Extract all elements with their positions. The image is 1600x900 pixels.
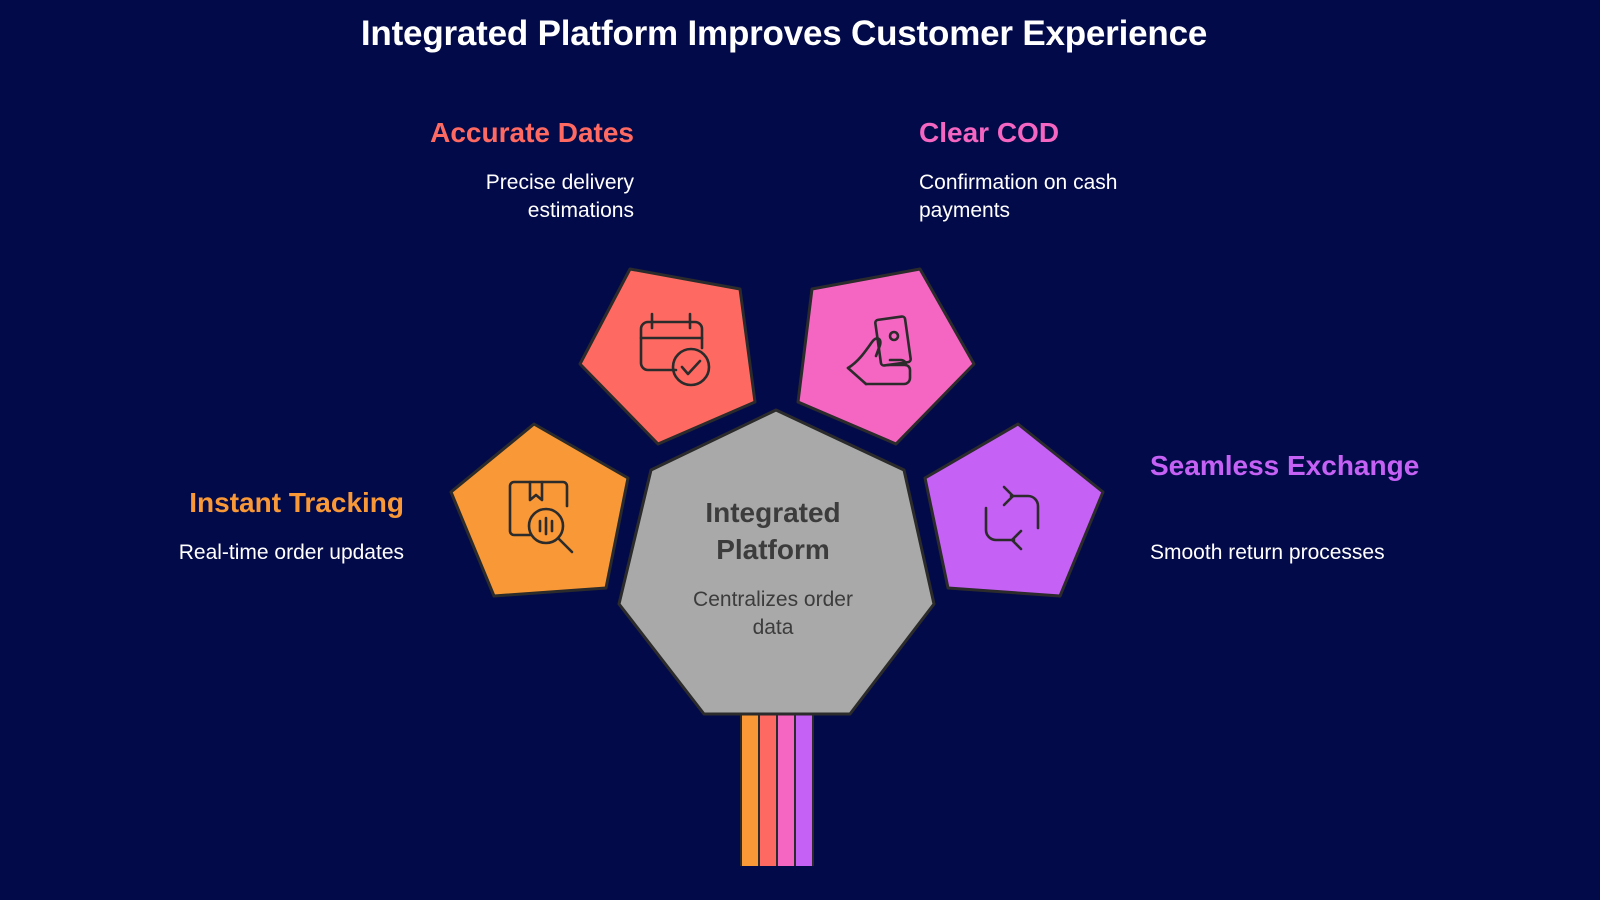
page-title: Integrated Platform Improves Customer Ex…	[360, 14, 1208, 53]
pentagon-clear-cod	[796, 267, 976, 446]
stem-stripe-pink	[777, 714, 795, 866]
package-search-icon	[508, 480, 574, 554]
center-heptagon	[617, 408, 936, 716]
exchange-arrows-icon	[984, 485, 1040, 551]
clear-cod-label: Clear COD	[919, 117, 1060, 148]
hand-cash-icon	[846, 315, 912, 386]
accurate-dates-description: Precise delivery estimations	[485, 171, 634, 222]
pentagon-seamless-exchange	[923, 422, 1105, 598]
stem-stripe-purple	[795, 714, 813, 866]
center-description: Centralizes order data	[693, 588, 853, 639]
instant-tracking-description: Real-time order updates	[178, 541, 404, 564]
instant-tracking-label: Instant Tracking	[189, 487, 404, 518]
pentagon-accurate-dates	[578, 267, 757, 446]
stem-stripe-red	[759, 714, 777, 866]
center-title: Integrated Platform	[705, 497, 841, 565]
calendar-check-icon	[639, 312, 711, 387]
clear-cod-description: Confirmation on cash payments	[919, 171, 1118, 222]
stem	[740, 714, 814, 866]
accurate-dates-label: Accurate Dates	[430, 117, 634, 148]
seamless-exchange-label: Seamless Exchange	[1150, 450, 1420, 481]
stem-stripe-orange	[741, 714, 759, 866]
seamless-exchange-description: Smooth return processes	[1150, 541, 1385, 564]
